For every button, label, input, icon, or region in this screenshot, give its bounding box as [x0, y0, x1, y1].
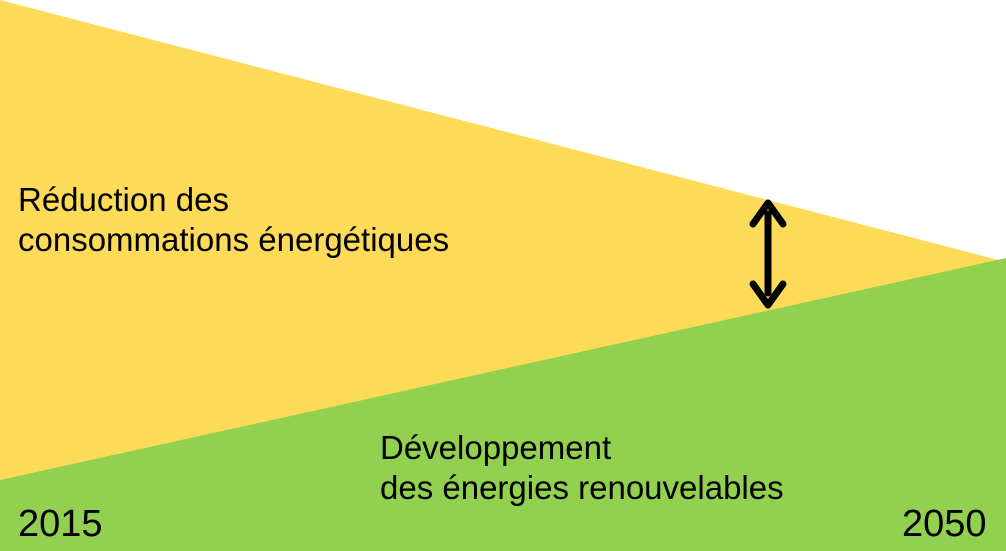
development-label-line-2: des énergies renouvelables: [380, 469, 784, 506]
year-end-label: 2050: [902, 503, 987, 545]
development-label: Développement des énergies renouvelables: [380, 428, 784, 508]
year-start-label: 2015: [18, 503, 103, 545]
double-headed-vertical-arrow-icon: [749, 199, 787, 309]
reduction-label-line-2: consommations énergétiques: [18, 221, 450, 258]
gap-arrow-bottom-head: [749, 280, 787, 309]
development-area: [0, 258, 1006, 551]
reduction-label-line-1: Réduction des: [18, 181, 229, 218]
development-label-line-1: Développement: [380, 429, 612, 466]
gap-arrow-top-head: [749, 199, 787, 228]
reduction-label: Réduction des consommations énergétiques: [18, 180, 449, 260]
